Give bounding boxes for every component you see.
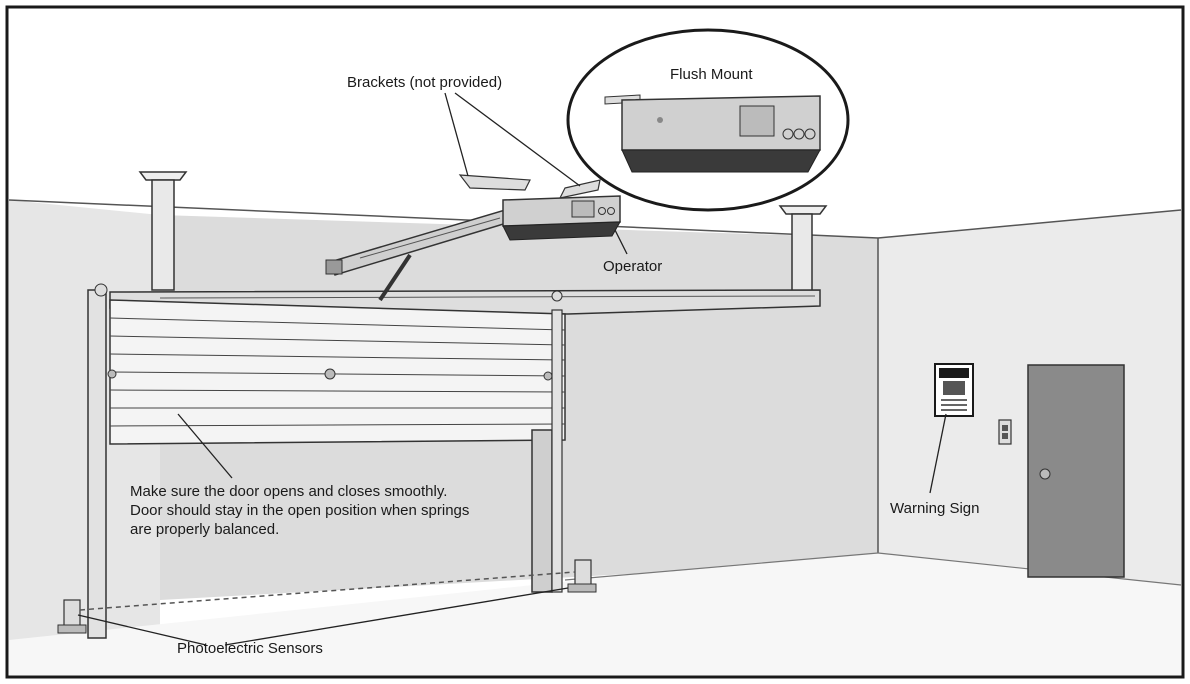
operator-label: Operator	[603, 258, 663, 275]
wall-control-button	[998, 419, 1012, 445]
flush-mount-operator	[604, 94, 821, 173]
entry-door	[1027, 364, 1125, 578]
warning-sign	[934, 363, 974, 417]
door-note-line-2: Door should stay in the open position wh…	[130, 502, 470, 519]
leader-lines	[77, 92, 947, 646]
brackets-label: Brackets (not provided)	[347, 74, 503, 91]
ceiling-support-left	[138, 171, 188, 291]
ceiling-support-right	[778, 205, 828, 295]
door-track-right	[531, 290, 563, 593]
sensor-beam	[79, 571, 576, 611]
photoelectric-sensors-label: Photoelectric Sensors	[177, 640, 323, 657]
door-note-line-3: are properly balanced.	[130, 521, 280, 538]
warning-sign-label: Warning Sign	[890, 500, 980, 517]
operator-unit	[458, 174, 621, 241]
door-arm	[378, 253, 412, 302]
floor	[9, 553, 1181, 675]
door-track-left	[87, 283, 108, 639]
photoelectric-sensor-right	[567, 559, 597, 593]
door-balance-note: Make sure the door opens and closes smoo…	[130, 482, 469, 539]
flush-mount-label: Flush Mount	[670, 66, 753, 83]
garage-door	[107, 299, 566, 445]
door-note-line-1: Make sure the door opens and closes smoo…	[130, 483, 448, 500]
photoelectric-sensor-left	[57, 599, 87, 634]
